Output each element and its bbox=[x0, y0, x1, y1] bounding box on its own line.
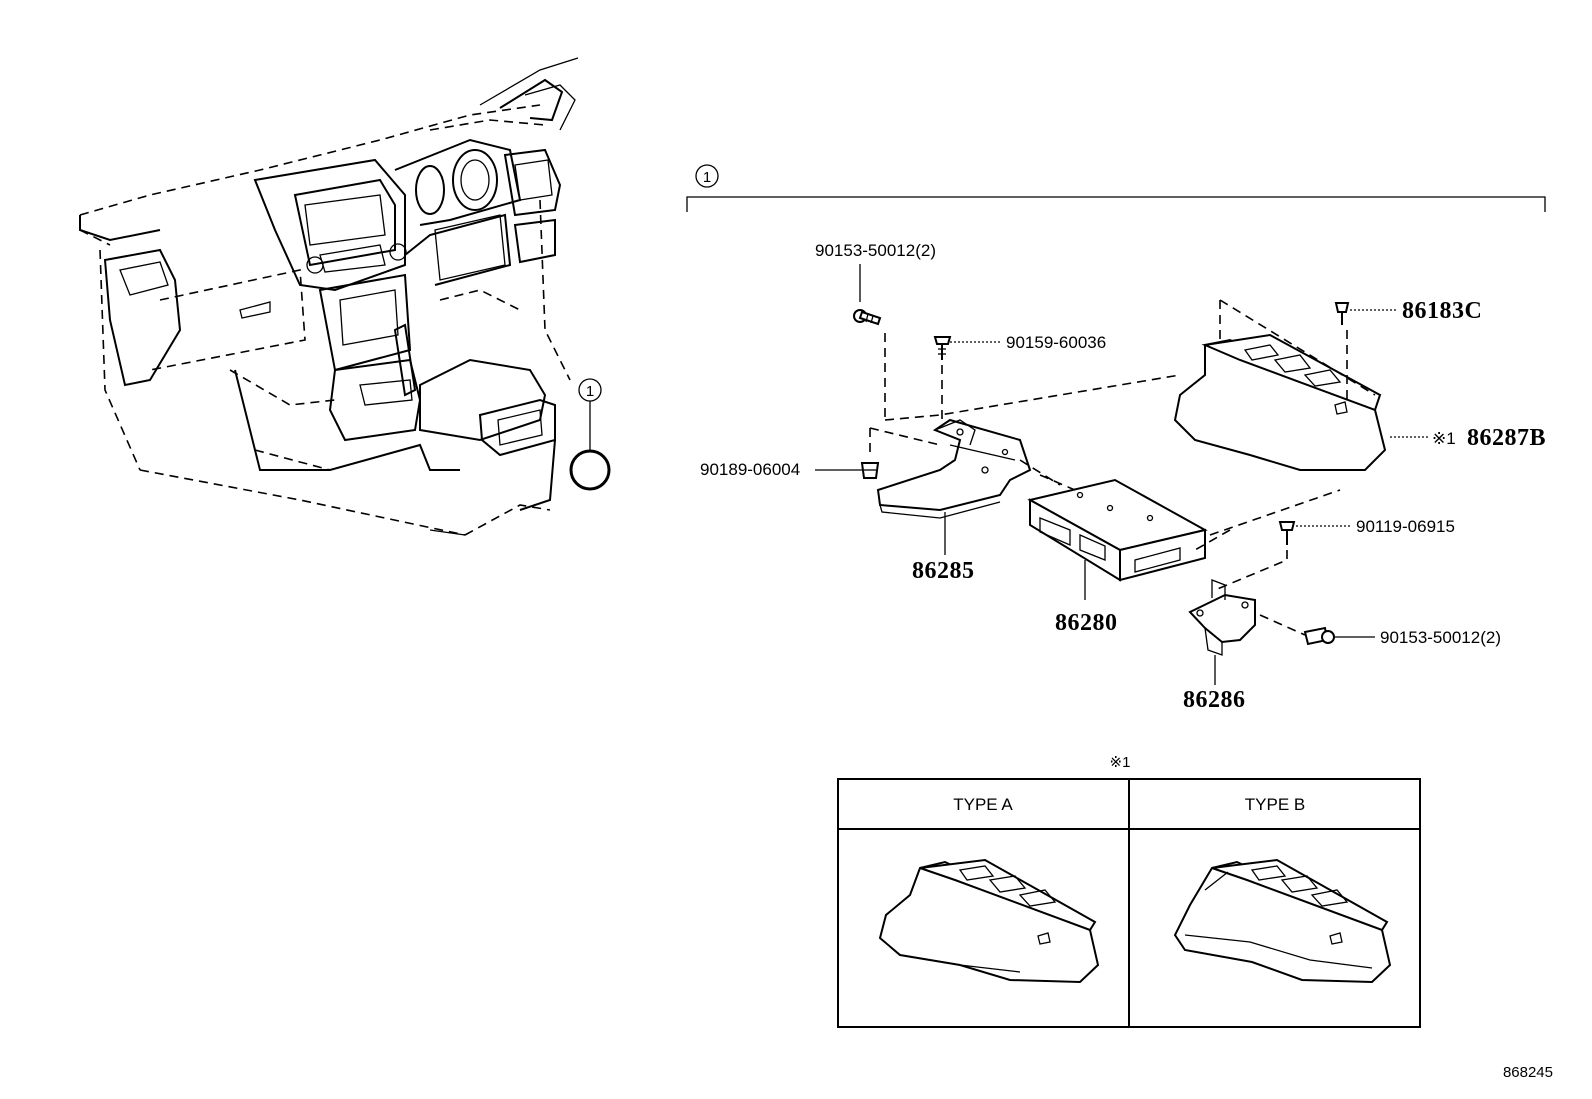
exploded-parts: 90153-50012(2) 90159-60036 90189-06004 bbox=[700, 241, 1546, 713]
label-90189-06004: 90189-06004 bbox=[700, 460, 800, 479]
type-a-cover-illustration bbox=[878, 858, 1100, 984]
label-86285: 86285 bbox=[912, 558, 975, 584]
console-cover-86287b bbox=[1173, 333, 1387, 471]
dashboard-callout-label: 1 bbox=[586, 383, 594, 400]
label-86286: 86286 bbox=[1183, 687, 1246, 713]
bracket-86285 bbox=[876, 418, 1032, 519]
type-b-header: TYPE B bbox=[1245, 795, 1305, 814]
label-86183c: 86183C bbox=[1402, 298, 1482, 324]
label-90153-50012-bottom: 90153-50012(2) bbox=[1380, 628, 1501, 647]
bracket-86286 bbox=[1188, 579, 1256, 656]
clip-86183c-icon bbox=[1334, 302, 1350, 325]
dashboard-callout: 1 bbox=[569, 378, 611, 491]
type-note-marker-86287b: ※1 bbox=[1432, 429, 1456, 448]
label-90159-60036: 90159-60036 bbox=[1006, 333, 1106, 352]
screw-90159-icon bbox=[933, 336, 952, 360]
label-90119-06915: 90119-06915 bbox=[1356, 517, 1455, 536]
label-86287b: 86287B bbox=[1467, 425, 1546, 451]
bolt-90153-bottom-icon bbox=[1303, 626, 1335, 646]
unit-86280 bbox=[1027, 478, 1208, 582]
label-86280: 86280 bbox=[1055, 610, 1118, 636]
clip-90189-icon bbox=[860, 462, 880, 479]
type-a-header: TYPE A bbox=[953, 795, 1013, 814]
label-90153-50012-top: 90153-50012(2) bbox=[815, 241, 936, 260]
bolt-90153-top-icon bbox=[853, 309, 882, 326]
type-table-note-marker: ※1 bbox=[1110, 754, 1131, 771]
type-b-cover-illustration bbox=[1173, 858, 1392, 984]
type-variant-table: ※1 TYPE A TYPE B bbox=[837, 754, 1421, 1028]
illustration-id: 868245 bbox=[1503, 1064, 1553, 1081]
group-callout-label: 1 bbox=[703, 169, 711, 186]
group-bracket: 1 bbox=[686, 164, 1546, 212]
dashboard-overview-illustration bbox=[79, 57, 579, 536]
screw-90119-icon bbox=[1278, 521, 1296, 545]
